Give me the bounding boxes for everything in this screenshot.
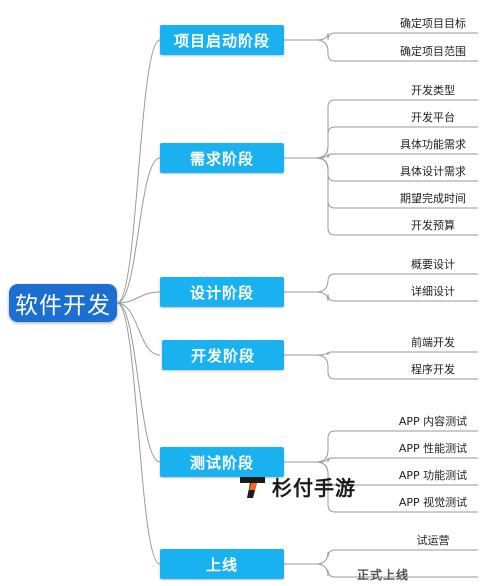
leaf-label-partial: 正式上线 <box>357 568 410 582</box>
leaf-label: 期望完成时间 <box>400 192 466 205</box>
stage-label: 设计阶段 <box>189 283 254 302</box>
leaf-label: 开发类型 <box>411 84 455 97</box>
stage-to-leaf-connector <box>284 461 478 513</box>
stage-to-leaf-connector <box>284 157 478 236</box>
root-to-stage-connector <box>116 302 161 565</box>
root-to-stage-connector <box>116 291 161 304</box>
stage-label: 需求阶段 <box>189 149 254 168</box>
leaf-label: 具体设计需求 <box>400 165 466 178</box>
leaf-label: 开发平台 <box>411 111 455 124</box>
stage-to-leaf-connector <box>284 354 478 380</box>
stage-to-leaf-connector <box>284 457 478 463</box>
stage-node-launch: 上线 <box>160 549 284 579</box>
root-label: 软件开发 <box>15 293 111 319</box>
stage-to-leaf-connector <box>284 549 478 565</box>
stage-to-leaf-connector <box>284 291 478 302</box>
stage-label: 上线 <box>205 555 238 574</box>
stage-label: 开发阶段 <box>190 346 255 365</box>
stage-node-development: 开发阶段 <box>162 340 284 370</box>
root-to-stage-connector <box>116 302 161 356</box>
leaf-label: APP 视觉测试 <box>398 496 468 509</box>
stage-to-leaf-connector <box>284 273 478 293</box>
stage-label: 项目启动阶段 <box>173 31 270 50</box>
leaf-label: 确定项目目标 <box>400 17 466 30</box>
watermark-text: 杉付手游 <box>272 476 356 500</box>
leaf-label: 开发预算 <box>411 219 455 232</box>
stage-to-leaf-connector <box>284 153 478 159</box>
leaf-label: 具体功能需求 <box>400 138 466 151</box>
root-to-stage-connector <box>116 39 161 304</box>
leaf-label: 概要设计 <box>411 258 455 271</box>
stage-node-requirements: 需求阶段 <box>160 143 284 173</box>
stage-node-design: 设计阶段 <box>160 277 284 307</box>
leaf-label: 详细设计 <box>411 285 455 298</box>
leaf-label: 试运营 <box>416 534 450 547</box>
root-node: 软件开发 <box>9 284 117 322</box>
watermark-logo-icon <box>240 476 265 498</box>
root-to-stage-connector <box>116 157 161 304</box>
stage-to-leaf-connector <box>284 563 478 578</box>
stage-label: 测试阶段 <box>189 453 254 472</box>
leaf-label: 确定项目范围 <box>400 45 466 58</box>
stage-to-leaf-connector <box>284 32 478 41</box>
watermark: 杉付手游 <box>238 472 356 501</box>
stage-node-kickoff: 项目启动阶段 <box>160 25 284 55</box>
stage-to-leaf-connector <box>284 351 478 356</box>
root-to-stage-connector <box>116 302 161 463</box>
leaf-label: APP 内容测试 <box>398 415 468 428</box>
leaf-label: 程序开发 <box>411 363 455 376</box>
leaf-label: APP 功能测试 <box>398 469 468 482</box>
leaf-label: APP 性能测试 <box>398 442 468 455</box>
stage-to-leaf-connector <box>284 39 478 62</box>
stage-node-testing: 测试阶段 <box>160 447 284 477</box>
leaf-label: 前端开发 <box>411 336 455 349</box>
